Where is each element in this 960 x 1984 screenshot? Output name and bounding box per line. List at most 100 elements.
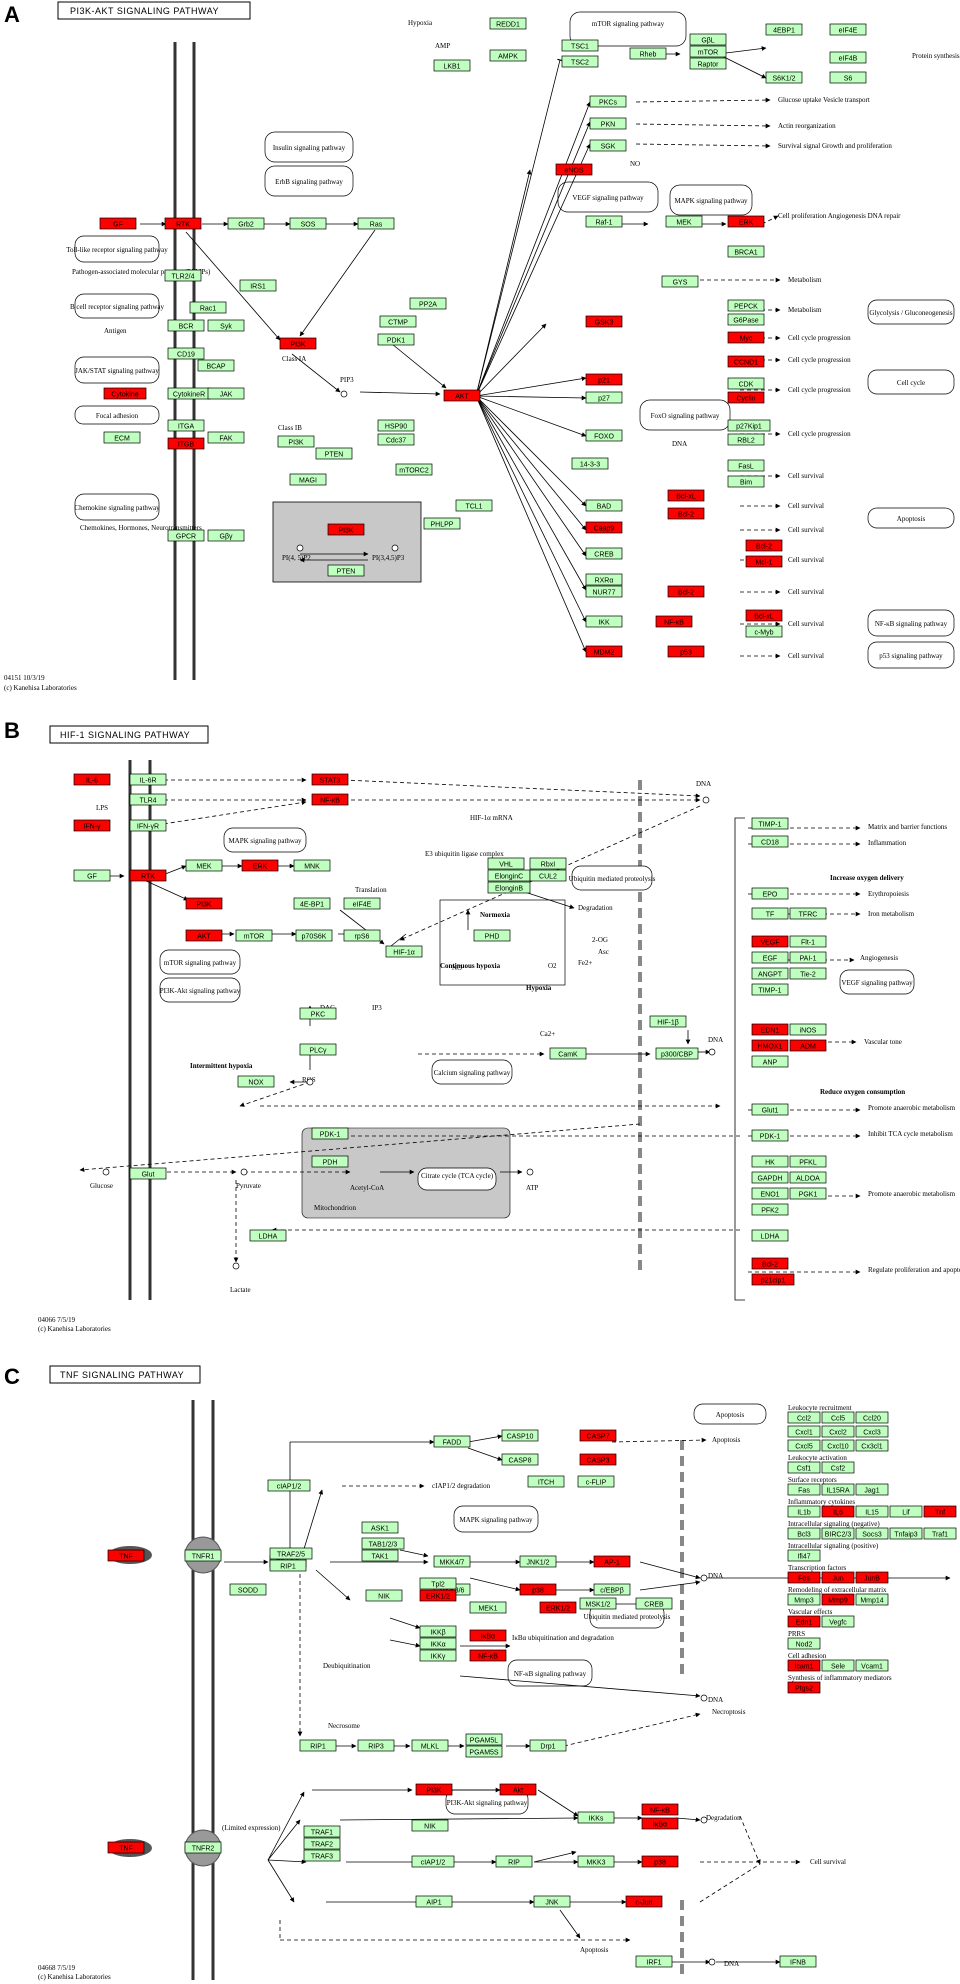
gene-node[interactable]: PKC <box>299 1007 337 1020</box>
gene-node[interactable]: RIP1 <box>269 1559 307 1572</box>
gene-node[interactable]: Mcl-1 <box>745 555 783 568</box>
gene-node[interactable]: FADD <box>433 1435 471 1448</box>
gene-node[interactable]: TIMP-1 <box>751 817 789 830</box>
gene-node[interactable]: HK <box>751 1155 789 1168</box>
gene-node[interactable]: MNK <box>293 859 331 872</box>
gene-node[interactable]: CD18 <box>751 835 789 848</box>
gene-node[interactable]: BIRC2/3 <box>821 1527 855 1540</box>
gene-node[interactable]: p38 <box>641 1855 679 1868</box>
gene-node[interactable]: PTEN <box>315 447 353 460</box>
gene-node[interactable]: VHL <box>487 857 525 870</box>
gene-node[interactable]: Csf2 <box>821 1461 855 1474</box>
gene-node[interactable]: ANGPT <box>751 967 789 980</box>
gene-node[interactable]: LKB1 <box>433 59 471 72</box>
gene-node[interactable]: cIAP1/2 <box>411 1855 455 1868</box>
gene-node[interactable]: BRCA1 <box>727 245 765 258</box>
gene-node[interactable]: ERK <box>241 859 279 872</box>
gene-node[interactable]: Nod2 <box>787 1637 821 1650</box>
gene-node[interactable]: Traf1 <box>923 1527 957 1540</box>
gene-node[interactable]: FOXO <box>585 429 623 442</box>
gene-node[interactable]: S6K1/2 <box>765 71 803 84</box>
gene-node[interactable]: p38 <box>519 1583 557 1596</box>
gene-node[interactable]: ASK1 <box>361 1521 399 1534</box>
gene-node[interactable]: mTOR <box>689 45 727 58</box>
gene-node[interactable]: IL-6R <box>129 773 167 786</box>
gene-node[interactable]: AP-1 <box>593 1555 631 1568</box>
gene-node[interactable]: Fas <box>787 1483 821 1496</box>
gene-node[interactable]: Cxcl5 <box>787 1439 821 1452</box>
gene-node[interactable]: PI3K <box>277 435 315 448</box>
gene-node[interactable]: EDN1 <box>751 1023 789 1036</box>
gene-node[interactable]: Casp9 <box>585 521 623 534</box>
gene-node[interactable]: MSK1/2 <box>579 1597 617 1610</box>
gene-node[interactable]: GF <box>99 217 137 230</box>
gene-node[interactable]: NIK <box>365 1589 403 1602</box>
gene-node[interactable]: TRAF3 <box>303 1849 341 1862</box>
gene-node[interactable]: TRAF2 <box>303 1837 341 1850</box>
gene-node[interactable]: ITCH <box>527 1475 565 1488</box>
gene-node[interactable]: NUR77 <box>585 585 623 598</box>
gene-node[interactable]: Drp1 <box>529 1739 567 1752</box>
gene-node[interactable]: CUL2 <box>529 869 567 882</box>
gene-node[interactable]: IL6 <box>821 1505 855 1518</box>
gene-node[interactable]: RIP <box>495 1855 533 1868</box>
gene-node[interactable]: PI3K <box>185 897 223 910</box>
gene-node[interactable]: IKKβ <box>419 1625 457 1638</box>
gene-node[interactable]: ITGB <box>167 437 205 450</box>
gene-node[interactable]: TNFR2 <box>184 1841 222 1854</box>
gene-node[interactable]: GβL <box>689 33 727 46</box>
gene-node[interactable]: p300/CBP <box>655 1047 699 1060</box>
gene-node[interactable]: TNF <box>107 1841 145 1854</box>
gene-node[interactable]: Fos <box>787 1571 821 1584</box>
gene-node[interactable]: MEK1 <box>469 1601 507 1614</box>
gene-node[interactable]: BAD <box>585 499 623 512</box>
gene-node[interactable]: CASP10 <box>501 1429 539 1442</box>
gene-node[interactable]: ElonginB <box>487 881 531 894</box>
gene-node[interactable]: HIF-1α <box>385 945 423 958</box>
gene-node[interactable]: GPCR <box>167 529 205 542</box>
gene-node[interactable]: p27Kip1 <box>727 419 771 432</box>
gene-node[interactable]: Jun <box>821 1571 855 1584</box>
gene-node[interactable]: HSP90 <box>377 419 415 432</box>
gene-node[interactable]: IFN-γR <box>129 819 167 832</box>
gene-node[interactable]: Icam1 <box>787 1659 821 1672</box>
gene-node[interactable]: AKT <box>185 929 223 942</box>
gene-node[interactable]: Tnf <box>923 1505 957 1518</box>
gene-node[interactable]: Socs3 <box>855 1527 889 1540</box>
gene-node[interactable]: Sele <box>821 1659 855 1672</box>
gene-node[interactable]: AMPK <box>489 49 527 62</box>
gene-node[interactable]: G6Pase <box>727 313 765 326</box>
gene-node[interactable]: eIF4E <box>829 23 867 36</box>
gene-node[interactable]: 4EBP1 <box>765 23 803 36</box>
gene-node[interactable]: TAB1/2/3 <box>361 1537 405 1550</box>
gene-node[interactable]: Cytokine <box>103 387 147 400</box>
gene-node[interactable]: Ifi47 <box>787 1549 821 1562</box>
gene-node[interactable]: MKK4/7 <box>433 1555 471 1568</box>
gene-node[interactable]: IKKα <box>419 1637 457 1650</box>
gene-node[interactable]: IKKγ <box>419 1649 457 1662</box>
gene-node[interactable]: STAT3 <box>311 773 349 786</box>
gene-node[interactable]: MLKL <box>411 1739 449 1752</box>
gene-node[interactable]: HMOX1 <box>751 1039 789 1052</box>
gene-node[interactable]: Glut1 <box>751 1103 789 1116</box>
gene-node[interactable]: TLR2/4 <box>164 269 202 282</box>
gene-node[interactable]: Rheb <box>629 47 667 60</box>
gene-node[interactable]: JNK1/2 <box>519 1555 557 1568</box>
gene-node[interactable]: MDM2 <box>585 645 623 658</box>
gene-node[interactable]: ERK <box>727 215 765 228</box>
gene-node[interactable]: CD19 <box>167 347 205 360</box>
gene-node[interactable]: mTORC2 <box>395 463 433 476</box>
gene-node[interactable]: Ccl2 <box>787 1411 821 1424</box>
gene-node[interactable]: TFRC <box>789 907 827 920</box>
gene-node[interactable]: PDK1 <box>377 333 415 346</box>
gene-node[interactable]: c-Myb <box>745 625 783 638</box>
gene-node[interactable]: IκBα <box>469 1629 507 1642</box>
gene-node[interactable]: LDHA <box>249 1229 287 1242</box>
gene-node[interactable]: Cxcl2 <box>821 1425 855 1438</box>
gene-node[interactable]: c/EBPβ <box>593 1583 631 1596</box>
gene-node[interactable]: ENO1 <box>751 1187 789 1200</box>
gene-node[interactable]: PKN <box>589 117 627 130</box>
gene-node[interactable]: GAPDH <box>751 1171 789 1184</box>
gene-node[interactable]: Flt-1 <box>789 935 827 948</box>
gene-node[interactable]: HIF-1β <box>649 1015 687 1028</box>
